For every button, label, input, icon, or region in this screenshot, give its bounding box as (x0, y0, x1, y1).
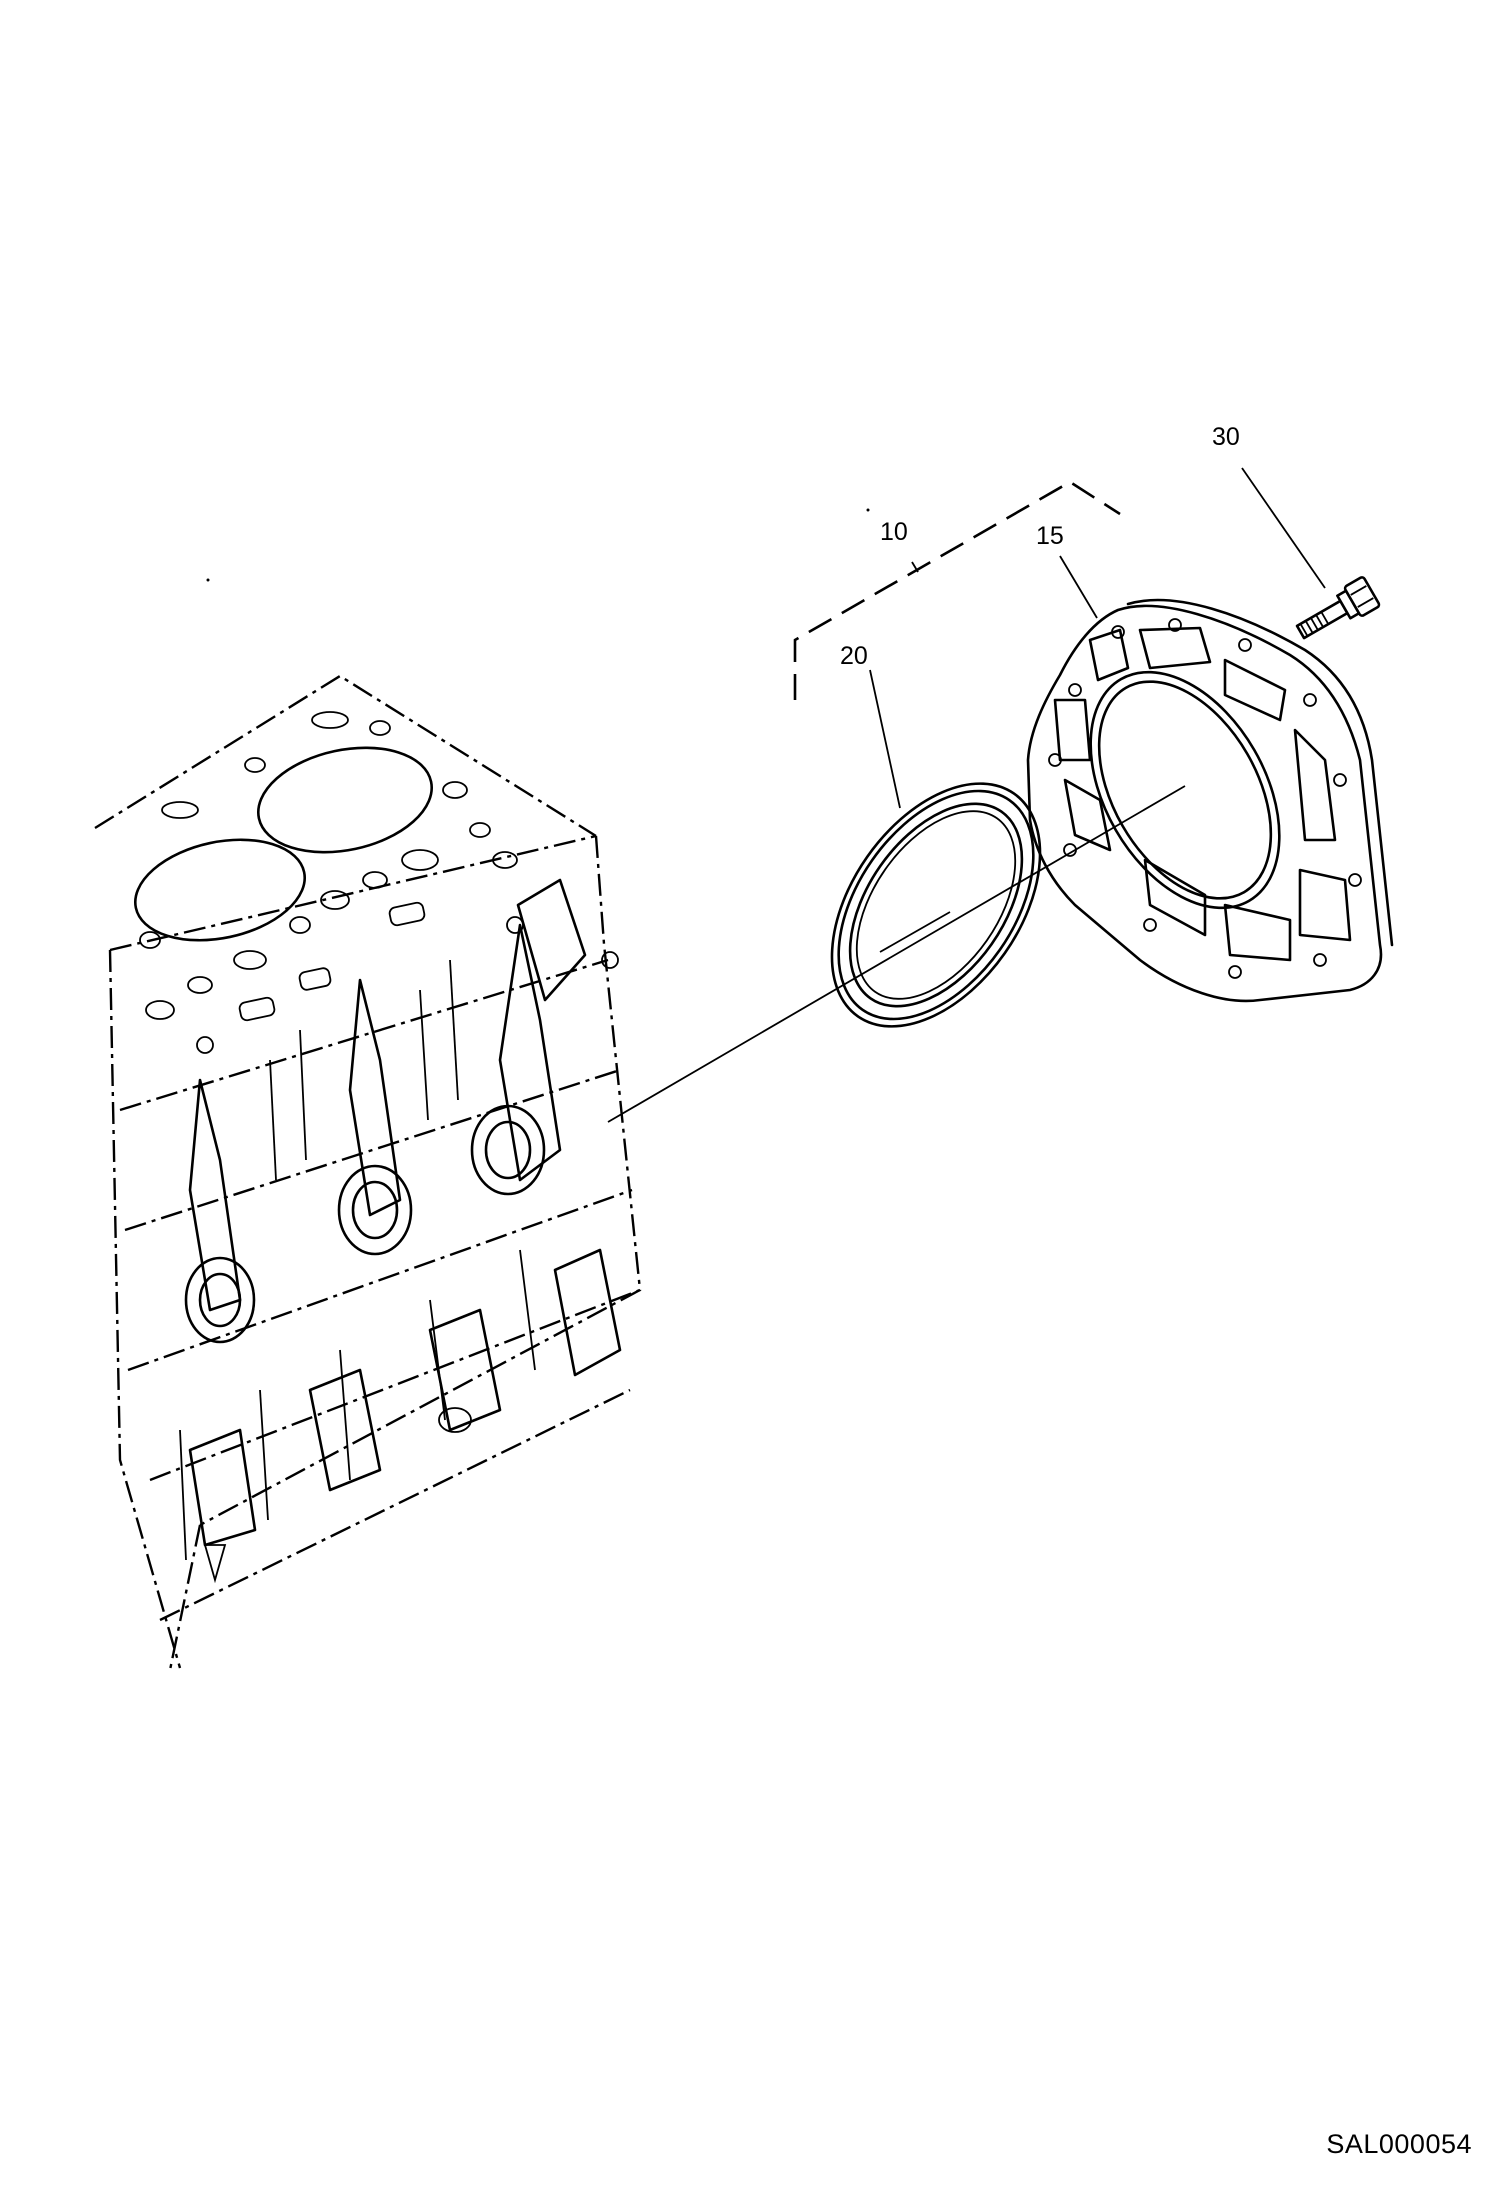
group-bracket-tick (911, 561, 919, 573)
oil-seal-ring (830, 782, 1042, 1028)
callout-30: 30 (1212, 423, 1240, 451)
callout-10: 10 (880, 518, 908, 546)
reference-code: SAL000054 (1326, 2129, 1472, 2159)
leader-lines (869, 467, 1326, 809)
bolt (1295, 576, 1381, 640)
assembly-axis-line (607, 785, 1186, 1123)
rear-oil-seal-retainer (1026, 598, 1394, 1003)
callout-15: 15 (1036, 522, 1064, 550)
seal-axis-segment (879, 911, 951, 953)
speck (866, 508, 870, 512)
callout-20: 20 (840, 642, 868, 670)
speck (206, 578, 210, 582)
cylinder-block-phantom (94, 674, 642, 1671)
